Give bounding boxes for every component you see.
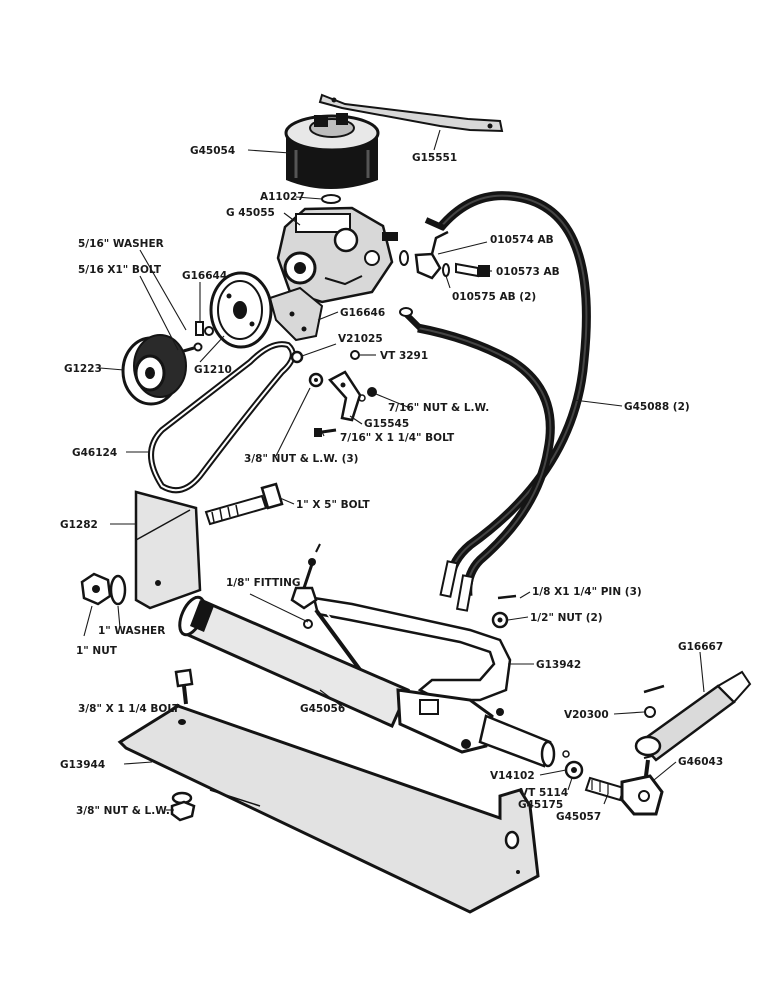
crank-pulley-part: [121, 334, 187, 406]
label-rod-end: G45057: [556, 811, 601, 823]
label-part-g45175: G45175: [518, 799, 563, 811]
cylinder-part: [178, 595, 556, 768]
label-seal: 010575 AB (2): [452, 291, 536, 303]
label-adjust-strap: G15545: [364, 418, 409, 430]
large-washer-part: [109, 574, 127, 606]
label-nut-lw-guard: 3/8" NUT & L.W.: [76, 805, 170, 817]
label-washer-small: 5/16" WASHER: [78, 238, 164, 250]
label-fitting: 1/8" FITTING: [226, 577, 301, 589]
label-bolt-small: 5/16 X1" BOLT: [78, 264, 162, 276]
o-ring-part: [321, 194, 341, 204]
label-crank-pulley: G1223: [64, 363, 102, 375]
large-nut-part: [80, 572, 112, 606]
label-cylinder: G45056: [300, 703, 345, 715]
pump-pulley-part: [209, 271, 273, 349]
label-bolt-adjust: 7/16" X 1 1/4" BOLT: [340, 432, 455, 444]
adjust-strap-part: [328, 370, 377, 422]
label-ball-joint: G46043: [678, 756, 723, 768]
label-part-v20300: V20300: [564, 709, 609, 721]
label-bolt-guard: 3/8" X 1 1/4 BOLT: [78, 703, 180, 715]
small-nuts-part: [290, 350, 360, 388]
pump-fittings-part: [399, 230, 490, 280]
large-bolt-part: [204, 482, 284, 526]
label-bolt-large: 1" X 5" BOLT: [296, 499, 370, 511]
tie-rod-part: [634, 670, 752, 762]
label-reservoir-strap: G15551: [412, 152, 457, 164]
label-o-ring: A11027: [260, 191, 305, 203]
label-part-v21025: V21025: [338, 333, 383, 345]
pulley-key-part: [195, 321, 214, 336]
label-hoses: G45088 (2): [624, 401, 690, 413]
pump-part: [276, 206, 398, 304]
pin-part: [497, 594, 517, 600]
reservoir-part: [284, 113, 380, 189]
guard-bolt-part: [174, 668, 194, 705]
label-part-vt3291: VT 3291: [380, 350, 428, 362]
label-half-nut: 1/2" NUT (2): [530, 612, 603, 624]
label-reservoir: G45054: [190, 145, 235, 157]
half-nut-part: [491, 611, 509, 629]
label-part-v14102: V14102: [490, 770, 535, 782]
label-nut-lw-small: 7/16" NUT & L.W.: [388, 402, 489, 414]
label-key: G16644: [182, 270, 227, 282]
reservoir-strap-part: [318, 93, 504, 133]
leader-lines: [83, 129, 705, 811]
label-support-bar: G13942: [536, 659, 581, 671]
label-nut-lw-three: 3/8" NUT & L.W. (3): [244, 453, 358, 465]
label-pin: 1/8 X1 1/4" PIN (3): [532, 586, 642, 598]
hoses-part: [399, 191, 591, 612]
label-part-vt5114: VT 5114: [520, 787, 568, 799]
label-pump-bracket: G16646: [340, 307, 385, 319]
label-pump: G 45055: [226, 207, 275, 219]
label-washer-large: 1" WASHER: [98, 625, 165, 637]
guard-nut-part: [170, 791, 196, 822]
label-connector: 010573 AB: [496, 266, 560, 278]
label-pump-pulley: G1210: [194, 364, 232, 376]
adjust-bolt-part: [314, 428, 337, 437]
guard-part: [117, 704, 540, 914]
label-tie-rod: G16667: [678, 641, 723, 653]
rod-end-hardware-part: [562, 750, 584, 780]
label-guard: G13944: [60, 759, 105, 771]
label-belt: G46124: [72, 447, 117, 459]
label-nut-large: 1" NUT: [76, 645, 118, 657]
mount-bracket-part: [134, 490, 202, 610]
ball-joint-part: [584, 755, 664, 816]
label-mount-bracket: G1282: [60, 519, 98, 531]
pump-bracket-part: [268, 286, 324, 342]
part-labels: G45054 G15551 A11027 G 45055 5/16" WASHE…: [60, 145, 723, 823]
label-elbow: 010574 AB: [490, 234, 554, 246]
ball-stud-part: [290, 543, 321, 629]
